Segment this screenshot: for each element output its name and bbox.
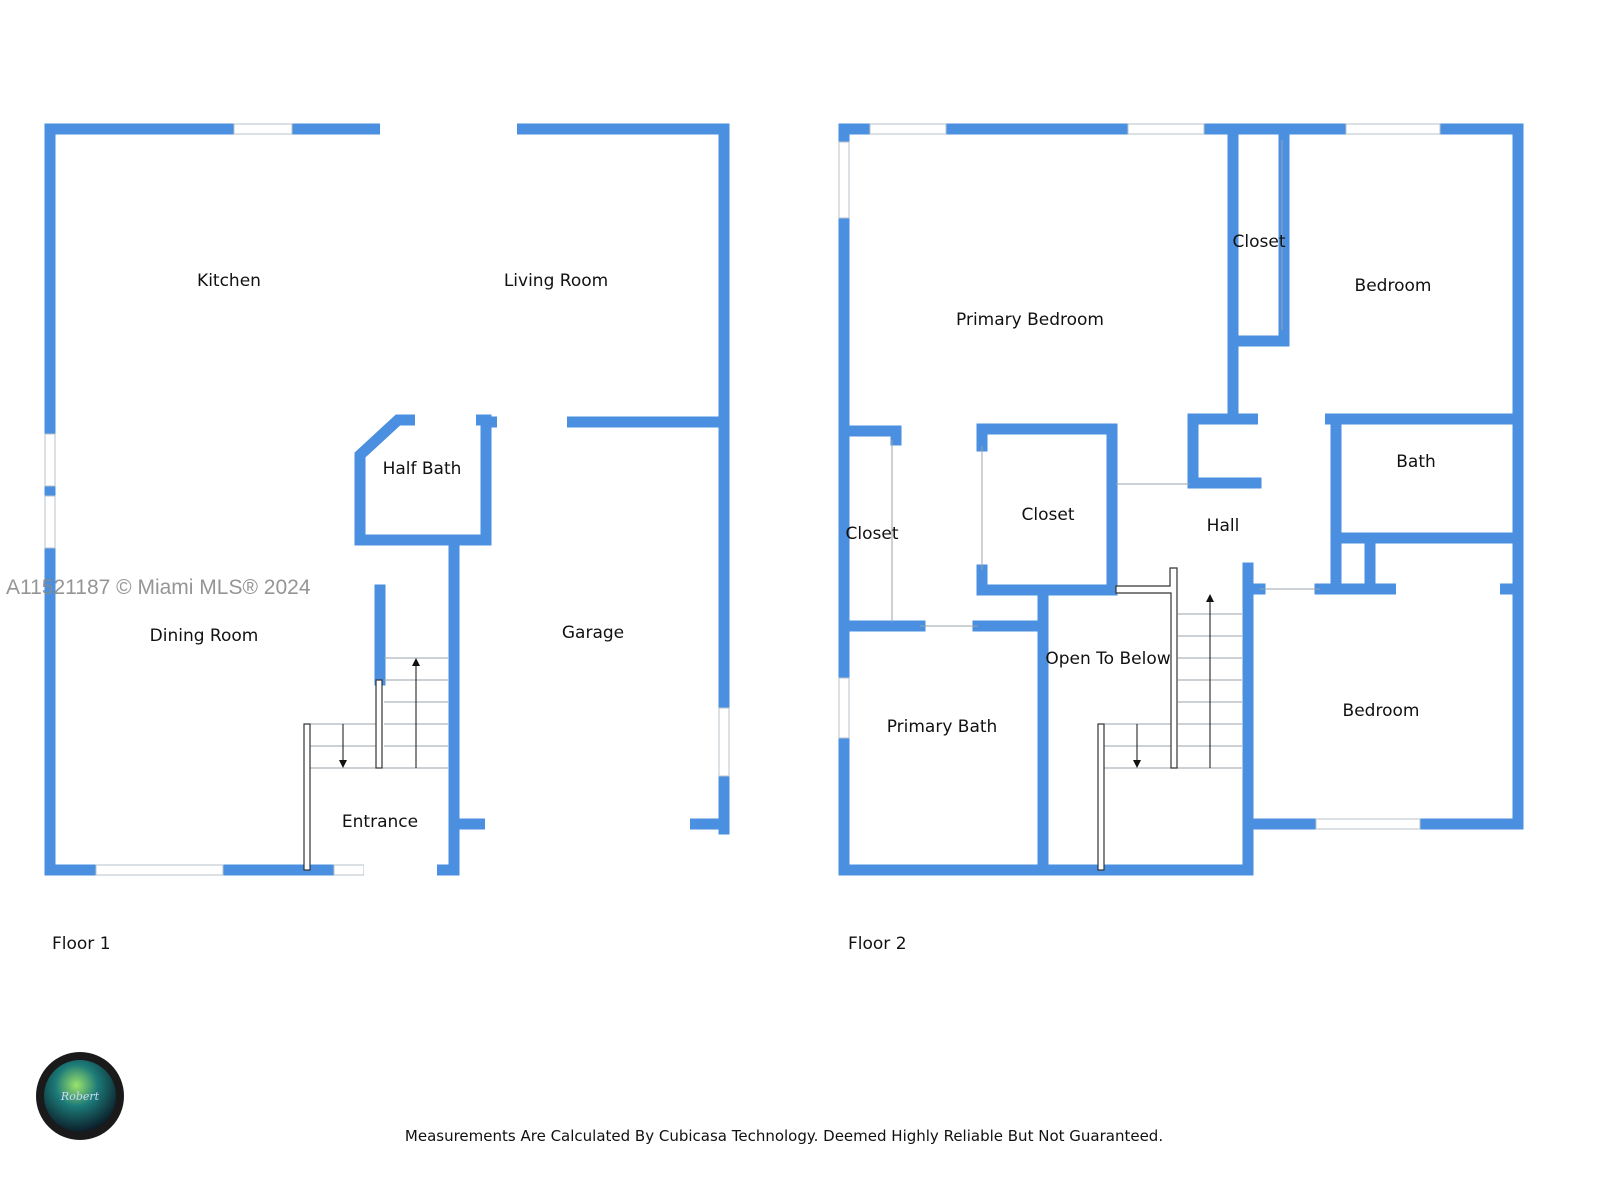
svg-text:Robert: Robert [60,1090,100,1103]
room-label-bath: Bath [1396,452,1436,472]
room-label-closet-left: Closet [845,524,899,544]
room-label-living-room: Living Room [503,271,609,291]
room-label-garage: Garage [561,623,625,643]
room-label-dining-room: Dining Room [149,626,259,646]
room-label-entrance: Entrance [341,812,419,832]
room-label-closet-mid: Closet [1021,505,1075,525]
room-label-bedroom-top: Bedroom [1354,276,1432,296]
floor-2-label: Floor 2 [848,934,907,954]
floor-1-stairs [303,657,448,871]
room-label-closet-top: Closet [1232,232,1286,252]
room-label-open-to-below: Open To Below [1045,649,1171,669]
room-label-kitchen: Kitchen [197,271,261,291]
measurement-disclaimer: Measurements Are Calculated By Cubicasa … [404,1127,1164,1145]
room-label-primary-bath: Primary Bath [886,717,998,737]
floor-1-label: Floor 1 [52,934,111,954]
room-label-primary-bedroom: Primary Bedroom [956,310,1104,330]
floor-2-stairs [1097,567,1242,871]
mls-watermark: A11521187 © Miami MLS® 2024 [6,576,311,599]
photographer-logo: Robert [36,1052,124,1140]
room-label-hall: Hall [1206,516,1240,536]
floor-2-walls [838,123,1524,876]
floor-1-walls [44,122,730,877]
room-label-bedroom-bottom: Bedroom [1342,701,1420,721]
room-label-half-bath: Half Bath [382,459,462,479]
